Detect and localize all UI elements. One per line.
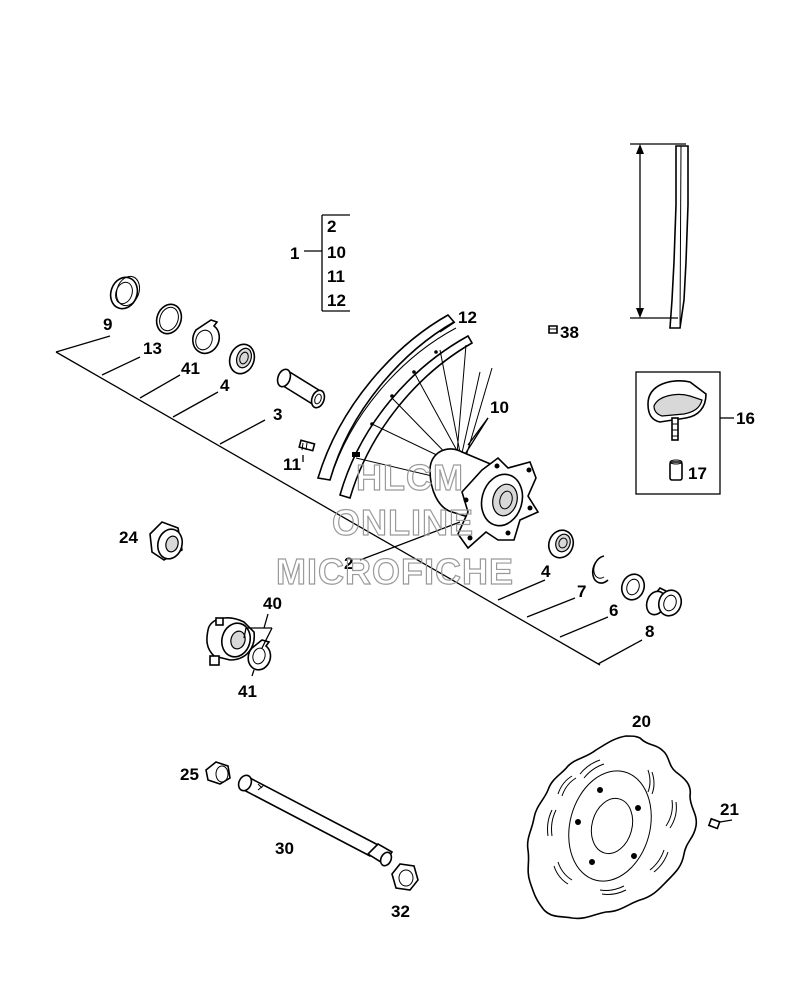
part-6-seal bbox=[620, 573, 646, 601]
part-20-brake-disc bbox=[526, 735, 698, 920]
callout-25: 25 bbox=[180, 765, 199, 784]
part-4-bearing-left bbox=[228, 343, 256, 375]
wheel-assembly bbox=[316, 313, 540, 550]
part-40-speedo-drive bbox=[206, 613, 273, 677]
part-4-bearing-right bbox=[547, 529, 575, 559]
callout-4-right: 4 bbox=[541, 562, 551, 581]
callout-7: 7 bbox=[577, 582, 586, 601]
part-11-nipple bbox=[298, 439, 316, 452]
callout-21: 21 bbox=[720, 800, 739, 819]
callout-1: 1 bbox=[290, 244, 299, 263]
part-41-circlip bbox=[192, 319, 221, 355]
part-7-circlip bbox=[591, 555, 609, 584]
part-32-nut bbox=[391, 863, 419, 891]
part-3-spacer-tube bbox=[276, 368, 326, 409]
callout-38: 38 bbox=[560, 323, 579, 342]
callout-8: 8 bbox=[645, 622, 654, 641]
callout-labels: 1 2 10 11 12 9 13 41 4 3 12 38 10 11 2 1… bbox=[103, 217, 755, 921]
callout-20: 20 bbox=[632, 712, 651, 731]
callout-16: 16 bbox=[736, 409, 755, 428]
callout-10-spokes: 10 bbox=[490, 398, 509, 417]
callout-12-rim: 12 bbox=[458, 308, 477, 327]
watermark: HLCM ONLINE MICROFICHE bbox=[275, 456, 514, 592]
callout-32: 32 bbox=[391, 902, 410, 921]
part-16-rim-lock-box bbox=[635, 371, 734, 495]
watermark-line-2: ONLINE bbox=[332, 502, 474, 543]
callout-40: 40 bbox=[263, 594, 282, 613]
watermark-line-3: MICROFICHE bbox=[276, 551, 514, 592]
callout-41-bottom: 41 bbox=[238, 682, 257, 701]
callout-24: 24 bbox=[119, 528, 138, 547]
callout-17: 17 bbox=[688, 464, 707, 483]
part-21-bolt bbox=[707, 817, 733, 830]
callout-4-left: 4 bbox=[220, 376, 230, 395]
callout-3: 3 bbox=[273, 405, 282, 424]
callout-kit-10: 10 bbox=[327, 243, 346, 262]
callout-41-top: 41 bbox=[181, 359, 200, 378]
callout-6: 6 bbox=[609, 601, 618, 620]
callout-11-nipple: 11 bbox=[283, 455, 301, 474]
part-25-nut bbox=[205, 761, 231, 785]
kit-bracket-1 bbox=[304, 214, 350, 312]
part-8-spacer bbox=[645, 586, 683, 617]
part-24-spacer bbox=[149, 521, 184, 561]
watermark-line-1: HLCM bbox=[356, 457, 464, 498]
part-38-cap bbox=[548, 325, 558, 334]
part-tire-strip bbox=[630, 143, 689, 329]
callout-2-hub: 2 bbox=[344, 554, 353, 573]
part-30-axle bbox=[237, 774, 394, 867]
part-13-ring bbox=[155, 303, 183, 335]
callout-kit-12: 12 bbox=[327, 291, 346, 310]
callout-30: 30 bbox=[275, 839, 294, 858]
part-9-seal bbox=[109, 275, 141, 310]
callout-9: 9 bbox=[103, 315, 112, 334]
callout-kit-11: 11 bbox=[327, 267, 345, 286]
callout-kit-2: 2 bbox=[327, 217, 336, 236]
callout-13: 13 bbox=[143, 339, 162, 358]
